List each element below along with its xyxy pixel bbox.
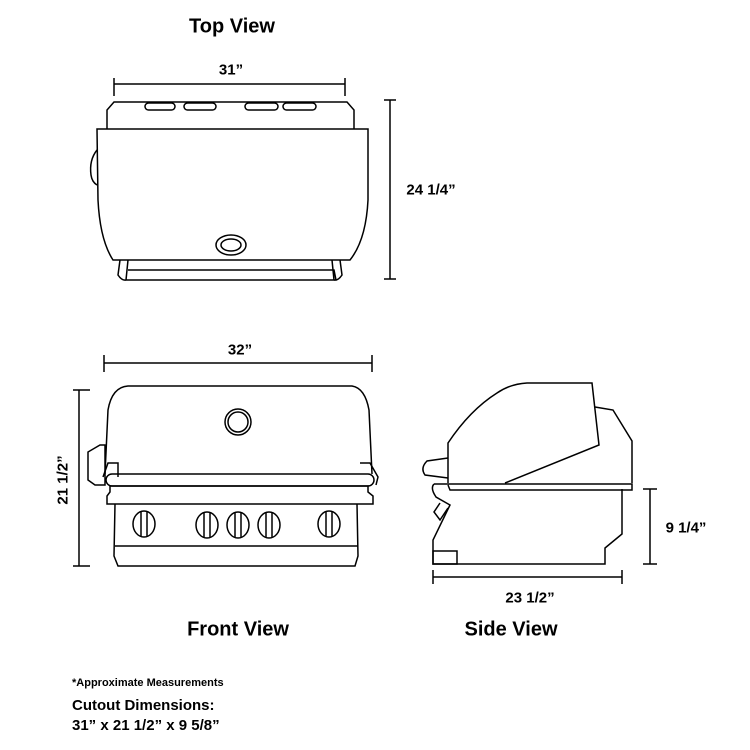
side-foot [432,550,458,565]
line-art [244,102,279,111]
side-handle [422,457,449,479]
line-art [227,411,249,433]
knob-icon [226,511,250,539]
side-depth-label: 23 1/2” [505,589,555,607]
top-back-panel [106,101,355,129]
lid-thermometer-icon [224,408,252,436]
side-height-label: 9 1/4” [665,519,707,537]
line-art [215,234,247,256]
line-art [257,511,281,539]
cutout-heading: Cutout Dimensions: [72,697,215,714]
top-handle-bar [117,259,343,281]
top-width-dimension-line [113,78,346,96]
front-rim [106,485,374,505]
knob-icon [195,511,219,539]
side-lid [447,382,600,484]
line-art [224,408,252,436]
front-lid [104,385,373,475]
handle-brackets [102,462,379,486]
line-art [144,102,176,111]
top-width-label: 31” [218,61,244,79]
front-view-title: Front View [187,618,289,641]
side-knob [433,502,449,522]
top-view-drawing [89,78,396,281]
front-height-dimension-line [73,389,90,567]
side-depth-dimension-line [432,570,623,584]
top-view-title: Top View [189,15,275,38]
side-view-drawing [422,382,657,584]
front-height-label: 21 1/2” [54,455,72,505]
front-width-dimension-line [103,355,373,372]
line-art [183,102,217,111]
top-knob-icon [215,234,247,256]
front-handle-bar [105,473,375,487]
side-lower-body [431,483,623,565]
side-rear-hood [594,406,633,483]
side-view-title: Side View [464,618,558,641]
control-panel [113,503,359,567]
knob-icon [257,511,281,539]
front-width-label: 32” [227,341,253,359]
top-depth-dimension-line [384,99,396,280]
side-height-dimension-line [643,488,657,565]
left-side-handle [87,444,106,486]
knob-icon [132,510,156,538]
side-bump [89,149,98,186]
top-body [96,128,369,261]
side-shelf [434,483,633,491]
line-art [195,511,219,539]
burner-knobs [132,510,341,539]
burner-vents [144,102,317,111]
cutout-value: 31” x 21 1/2” x 9 5/8” [72,717,220,734]
line-art [317,510,341,538]
line-art [132,510,156,538]
front-view-drawing [73,355,379,567]
line-art [282,102,317,111]
line-art [220,238,242,252]
knob-icon [317,510,341,538]
line-art [226,511,250,539]
top-depth-label: 24 1/4” [406,181,456,199]
approximate-note: *Approximate Measurements [72,677,224,689]
